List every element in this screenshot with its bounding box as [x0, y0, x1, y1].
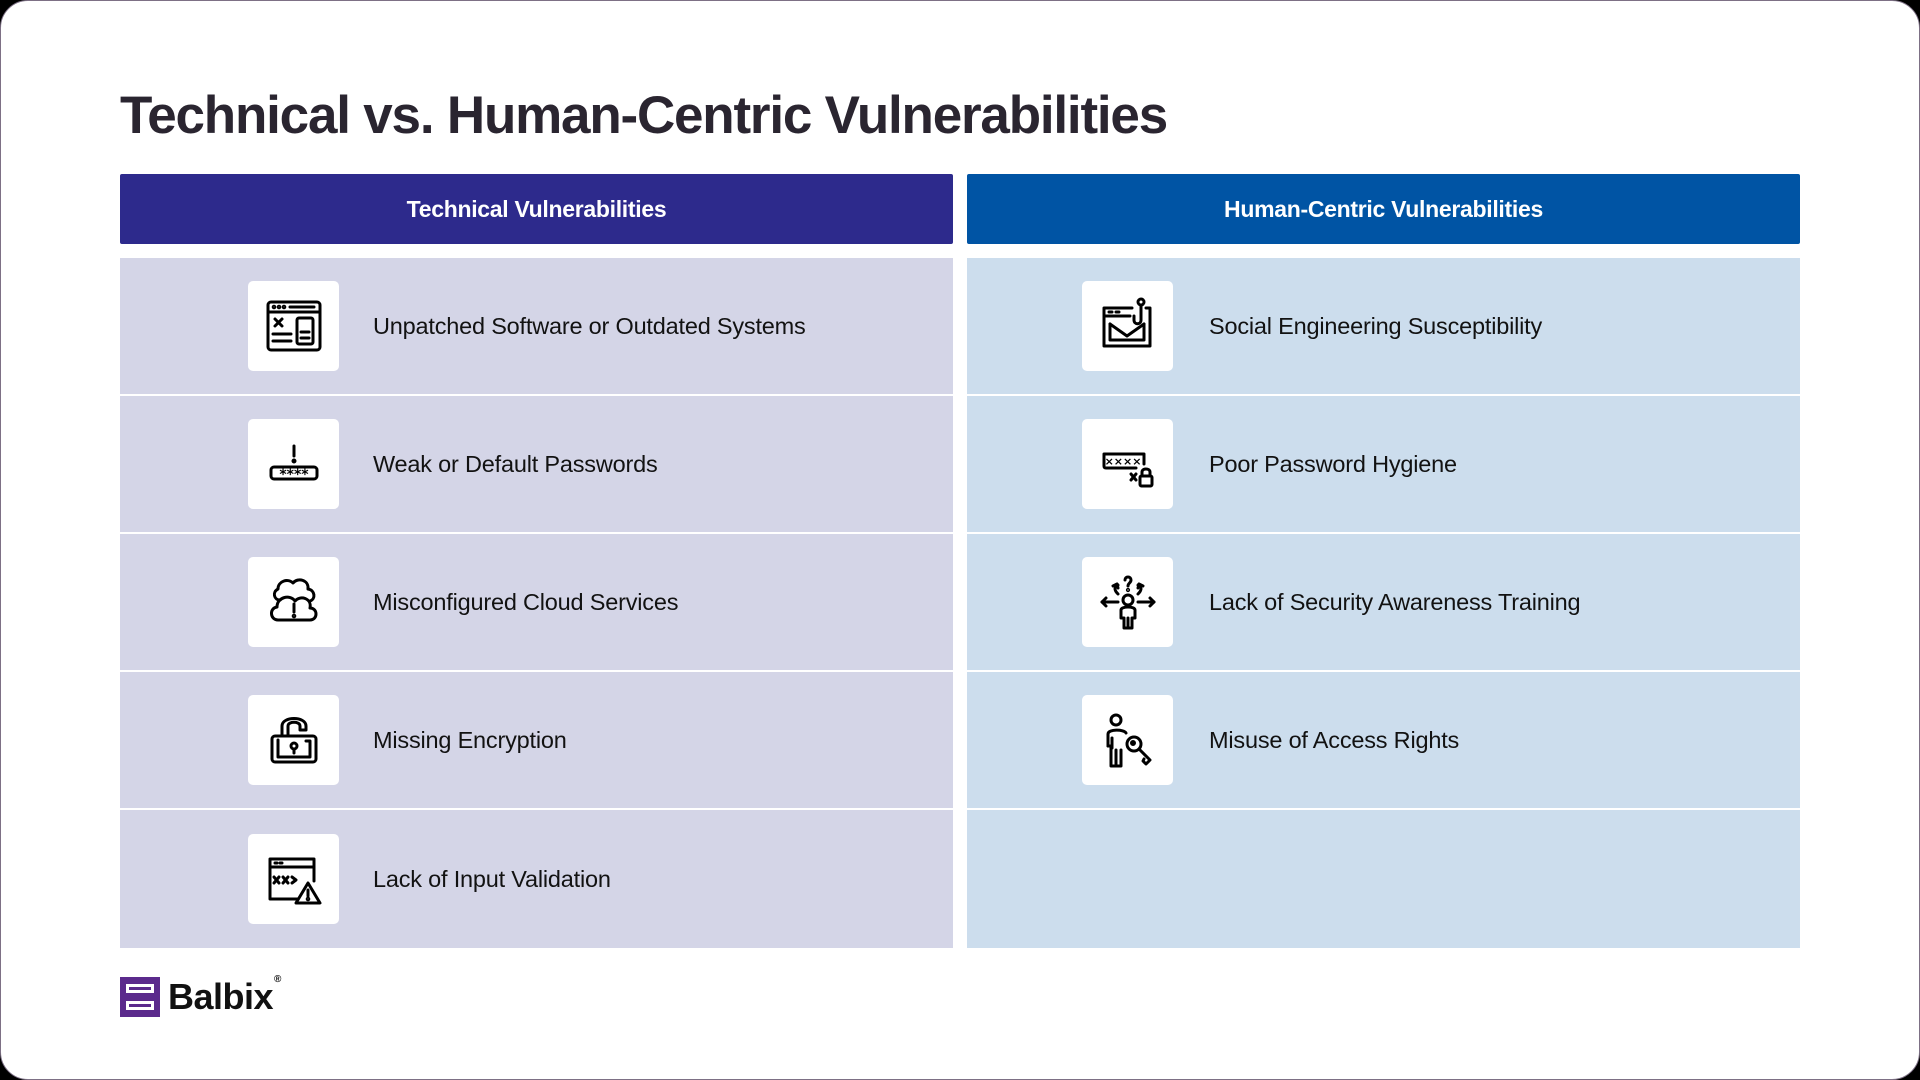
list-item: Social Engineering Susceptibility [967, 258, 1800, 394]
list-item: ×××× Poor Password Hygiene [967, 396, 1800, 532]
technical-header-label: Technical Vulnerabilities [406, 195, 667, 222]
list-item: Lack of Input Validation [120, 810, 953, 948]
page-title: Technical vs. Human-Centric Vulnerabilit… [120, 86, 1168, 145]
password-lock-icon: ×××× [1082, 419, 1173, 509]
item-label: Weak or Default Passwords [373, 450, 658, 477]
item-label: Poor Password Hygiene [1209, 450, 1457, 477]
list-item: Misuse of Access Rights [967, 672, 1800, 808]
balbix-logo-icon [120, 977, 160, 1017]
item-label: Lack of Security Awareness Training [1209, 588, 1581, 615]
brand-logo: Balbix® [120, 974, 281, 1018]
list-item: Missing Encryption [120, 672, 953, 808]
human-column: Human-Centric Vulnerabilities Social Eng… [967, 174, 1800, 948]
confused-person-icon [1082, 557, 1173, 647]
item-label: Social Engineering Susceptibility [1209, 312, 1543, 339]
cloud-warning-icon [248, 557, 339, 647]
item-label: Lack of Input Validation [373, 865, 611, 892]
item-label: Missing Encryption [373, 726, 567, 753]
technical-column-header: Technical Vulnerabilities [120, 174, 953, 244]
list-item: Unpatched Software or Outdated Systems [120, 258, 953, 394]
human-column-header: Human-Centric Vulnerabilities [967, 174, 1800, 244]
password-alert-icon: **** [248, 419, 339, 509]
technical-column: Technical Vulnerabilities Unpat [120, 174, 953, 948]
item-label: Misuse of Access Rights [1209, 726, 1460, 753]
phishing-email-icon [1082, 281, 1173, 371]
list-item: Misconfigured Cloud Services [120, 534, 953, 670]
brand-name: Balbix® [168, 974, 281, 1018]
list-item: **** Weak or Default Passwords [120, 396, 953, 532]
brand-name-text: Balbix [168, 976, 274, 1017]
svg-text:××××: ×××× [1104, 455, 1141, 468]
registered-mark: ® [274, 974, 281, 985]
person-key-icon [1082, 695, 1173, 785]
unlocked-padlock-icon [248, 695, 339, 785]
list-item: Lack of Security Awareness Training [967, 534, 1800, 670]
item-label: Unpatched Software or Outdated Systems [373, 312, 806, 339]
svg-text:****: **** [279, 467, 309, 483]
code-window-warning-icon [248, 834, 339, 924]
human-header-label: Human-Centric Vulnerabilities [1224, 195, 1543, 222]
item-label: Misconfigured Cloud Services [373, 588, 679, 615]
browser-window-error-icon [248, 281, 339, 371]
empty-list-item [967, 810, 1800, 948]
